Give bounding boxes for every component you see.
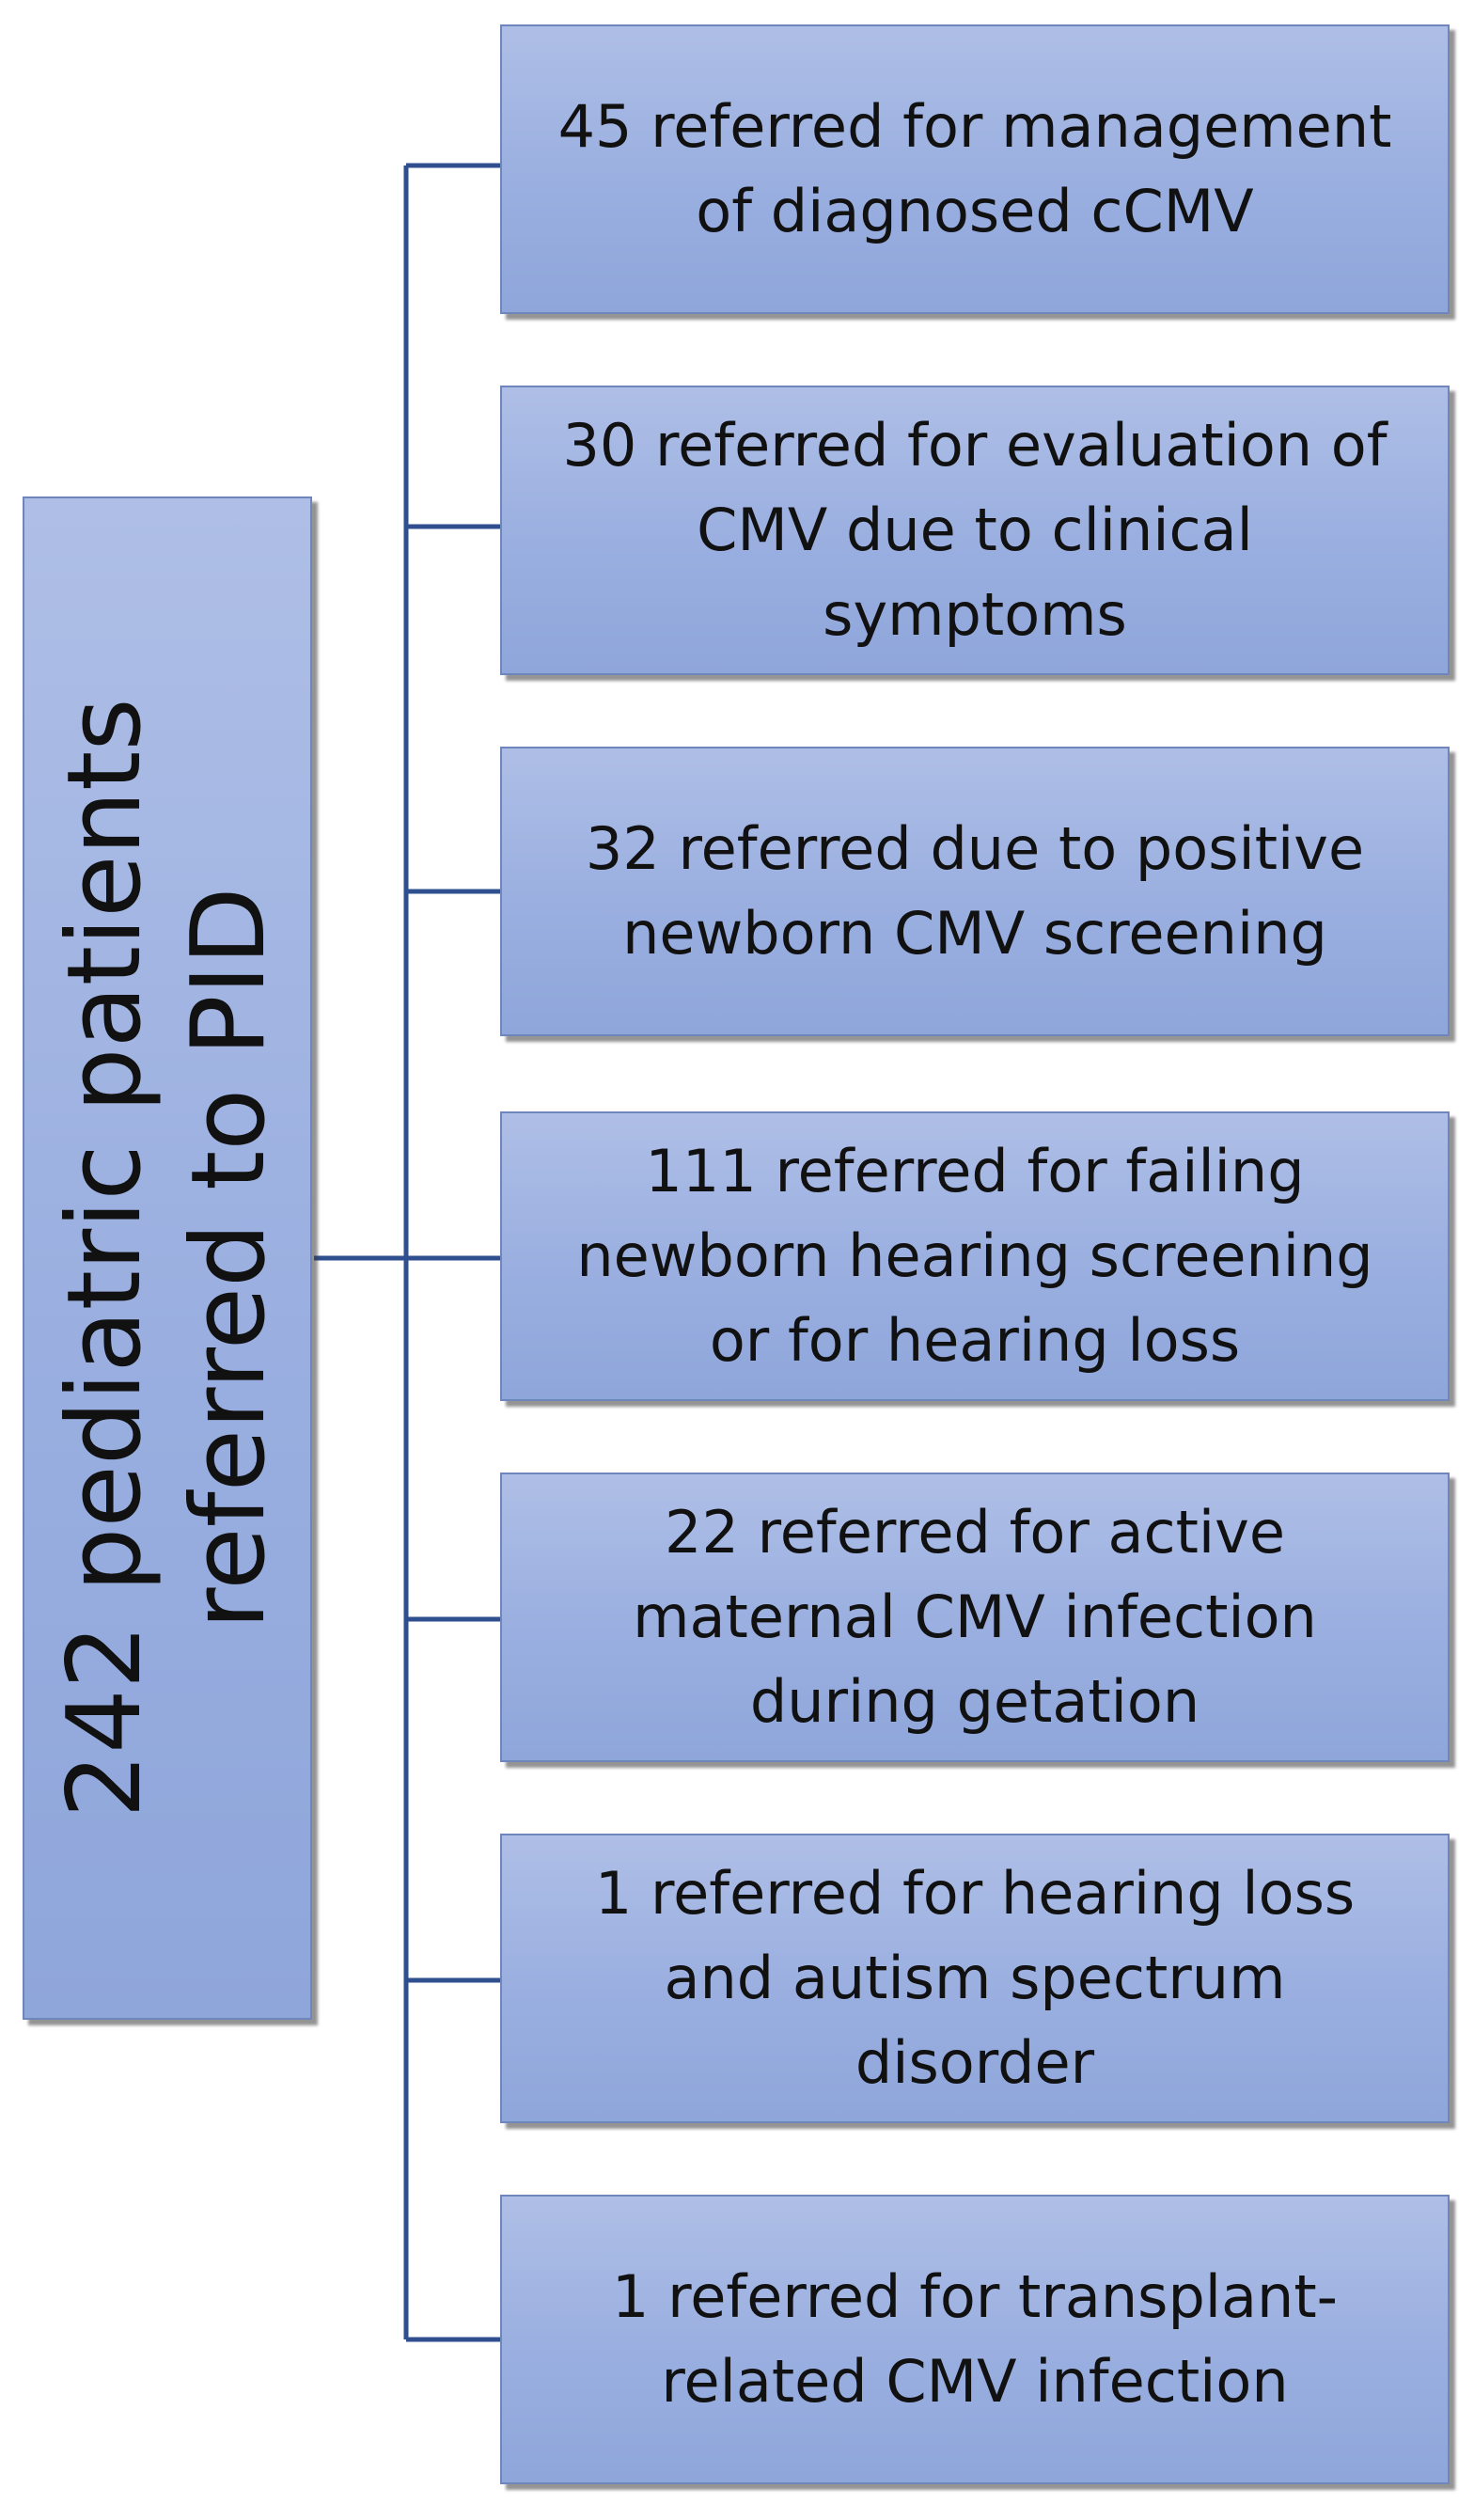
referral-label: 111 referred for failing newborn hearing…: [576, 1137, 1373, 1375]
referral-box-clinical-symptoms: 30 referred for evaluation of CMV due to…: [500, 386, 1450, 675]
referral-box-management: 45 referred for management of diagnosed …: [500, 24, 1450, 314]
referral-label: 32 referred due to positive newborn CMV …: [585, 814, 1365, 968]
referral-label: 22 referred for active maternal CMV infe…: [633, 1498, 1317, 1736]
root-label: 242 pediatric patients referred to PID: [46, 698, 288, 1819]
referral-label: 30 referred for evaluation of CMV due to…: [562, 411, 1388, 649]
referral-box-hearing-screening: 111 referred for failing newborn hearing…: [500, 1111, 1450, 1401]
root-box: 242 pediatric patients referred to PID: [23, 496, 312, 2020]
root-label-wrapper: 242 pediatric patients referred to PID: [23, 496, 312, 2020]
referral-label: 1 referred for hearing loss and autism s…: [594, 1859, 1356, 2097]
referral-box-hearing-autism: 1 referred for hearing loss and autism s…: [500, 1834, 1450, 2123]
referral-box-transplant: 1 referred for transplant- related CMV i…: [500, 2195, 1450, 2484]
referral-label: 45 referred for management of diagnosed …: [557, 92, 1392, 245]
referral-box-newborn-screening: 32 referred due to positive newborn CMV …: [500, 747, 1450, 1036]
referral-box-maternal-infection: 22 referred for active maternal CMV infe…: [500, 1473, 1450, 1762]
referral-label: 1 referred for transplant- related CMV i…: [611, 2262, 1339, 2416]
